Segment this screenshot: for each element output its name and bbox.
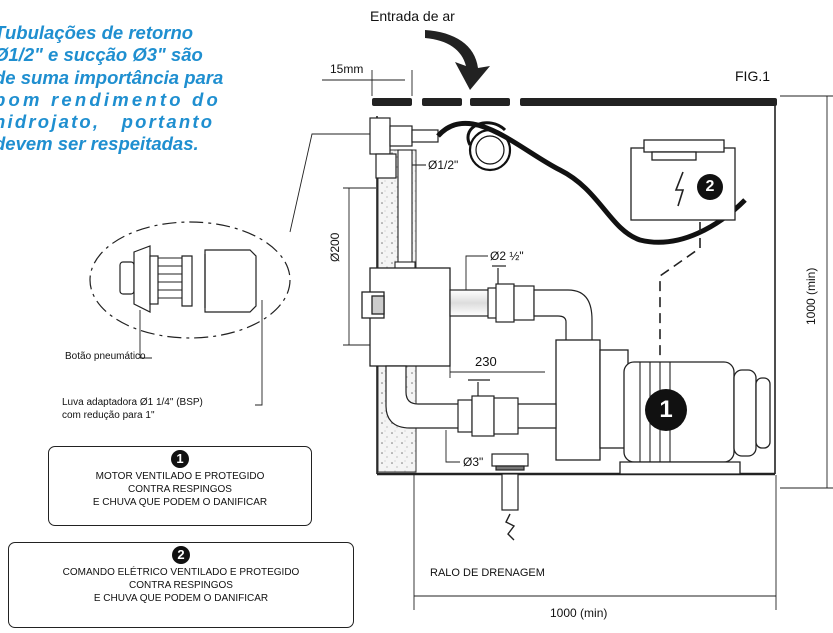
motor [619,361,771,475]
detail-leader [289,133,370,233]
diameter-200-label: Ø200 [328,232,342,262]
note-line: hidrojato, portanto [0,111,215,133]
diameter-2-half-label: Ø2 ½" [490,249,524,263]
conduit-dashed [659,222,701,360]
dimension-15mm [322,70,413,96]
dimension-width [413,475,777,610]
legend-control: 2 COMANDO ELÉTRICO VENTILADO E PROTEGIDO… [8,542,354,628]
legend-motor: 1 MOTOR VENTILADO E PROTEGIDO CONTRA RES… [48,446,312,526]
note-line: bom rendimento do [0,88,222,110]
vented-lid [372,98,777,106]
motor-badge: 1 [645,389,687,431]
motor-badge-number: 1 [659,396,673,423]
pump-head [555,339,629,461]
diameter-3-label: Ø3" [463,455,484,469]
legend-control-line: COMANDO ELÉTRICO VENTILADO E PROTEGIDO [62,567,300,578]
air-inlet-label: Entrada de ar [370,8,455,24]
drain-label: RALO DE DRENAGEM [430,567,545,579]
return-pipe [394,149,426,275]
control-box [630,139,736,221]
legend-control-line: E CHUVA QUE PODEM O DANIFICAR [93,593,269,604]
legend-control-badge: 2 [172,546,190,564]
legend-motor-line: E CHUVA QUE PODEM O DANIFICAR [92,497,268,508]
sleeve-label-line: Luva adaptadora Ø1 1/4" (BSP) [62,397,203,408]
hose-coil [466,121,512,172]
control-badge: 2 [697,174,723,200]
button-label: Botão pneumático [65,351,146,362]
installation-note: Tubulações de retorno Ø1/2" e sucção Ø3"… [0,22,262,156]
dimension-230-label: 230 [475,354,497,369]
legend-motor-line: MOTOR VENTILADO E PROTEGIDO [95,471,265,482]
sleeve-label-line: com redução para 1" [62,410,155,421]
gap-label: 15mm [330,62,364,76]
legend-motor-line: CONTRA RESPINGOS [128,484,232,495]
dimension-230 [449,366,545,378]
detail-leaders [139,300,263,406]
note-line: devem ser respeitadas. [0,133,199,155]
note-line: Tubulações de retorno [0,22,194,43]
suction-pipe [385,365,557,437]
sleeve-label: Luva adaptadora Ø1 1/4" (BSP) com reduçã… [62,396,203,422]
figure-label: FIG.1 [735,68,771,84]
legend-motor-badge: 1 [171,450,189,468]
note-line: Ø1/2" e sucção Ø3" são [0,44,203,66]
note-line: de suma importância para [0,66,224,88]
detail-dashed-outline [89,221,291,339]
width-label: 1000 (min) [550,606,608,620]
legend-control-line: CONTRA RESPINGOS [129,580,233,591]
dimension-height [780,95,833,489]
floor-drain [491,453,529,541]
pipe-2-half [449,265,593,346]
control-badge-number: 2 [705,178,715,195]
air-arrow [425,30,490,90]
height-label: 1000 (min) [804,267,818,325]
pneumatic-fitting [369,117,439,179]
diameter-half-label: Ø1/2" [428,158,459,172]
pneumatic-button-detail [119,245,257,313]
junction-box [361,267,451,367]
